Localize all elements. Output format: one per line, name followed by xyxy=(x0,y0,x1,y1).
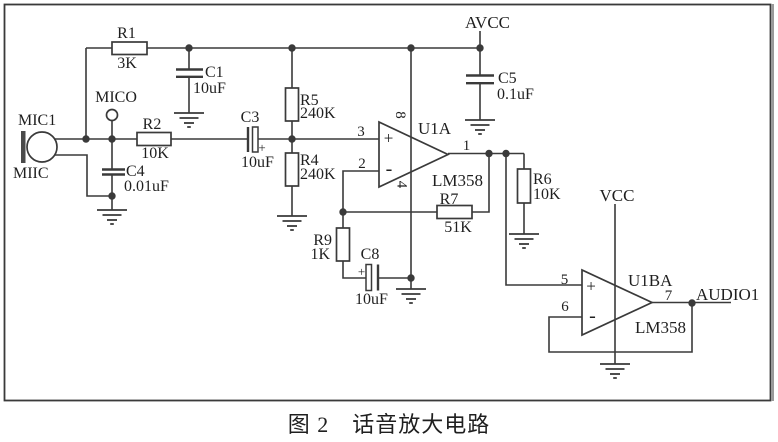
label-u1ba-pin5: 5 xyxy=(561,272,569,288)
label-u1a-part: LM358 xyxy=(432,171,483,190)
label-c3-value: 10uF xyxy=(241,154,274,171)
label-u1ba-part: LM358 xyxy=(635,318,686,337)
label-u1a-pin8: 8 xyxy=(392,111,408,119)
label-c3-ref: C3 xyxy=(241,109,260,126)
microphone-mic1 xyxy=(21,131,58,163)
capacitor-c5 xyxy=(466,74,494,85)
label-r2-value: 10K xyxy=(141,145,169,162)
label-r5-ref: R5 xyxy=(300,92,319,109)
label-r9-value: 1K xyxy=(310,246,330,263)
label-c8-value: 10uF xyxy=(355,291,388,308)
ground-symbol xyxy=(599,363,631,379)
resistor-r2 xyxy=(136,131,172,147)
label-r5-value: 240K xyxy=(300,105,336,122)
label-c8-ref: C8 xyxy=(361,246,380,263)
capacitor-c4 xyxy=(102,168,125,176)
resistor-r1 xyxy=(111,41,148,56)
label-r6-ref: R6 xyxy=(533,171,552,188)
resistor-r5 xyxy=(284,87,300,122)
mic-body xyxy=(26,131,58,163)
u1ba-minus-sign: - xyxy=(589,305,596,327)
ground-symbol xyxy=(173,112,205,128)
label-vcc: VCC xyxy=(600,186,635,205)
label-r4-ref: R4 xyxy=(300,152,319,169)
mico-terminal xyxy=(105,108,119,122)
label-c1-value: 10uF xyxy=(193,80,226,97)
capacitor-c1 xyxy=(176,68,203,79)
label-c4-value: 0.01uF xyxy=(124,178,169,195)
label-c3-plus: + xyxy=(258,140,265,155)
ground-symbol xyxy=(464,119,496,135)
u1ba-plus-sign: + xyxy=(586,277,596,296)
u1a-minus-sign: - xyxy=(386,158,393,180)
figure-caption: 图 2 话音放大电路 xyxy=(288,412,491,437)
ground-symbol xyxy=(395,288,427,304)
label-r1-ref: R1 xyxy=(117,25,136,42)
label-u1a-ref: U1A xyxy=(418,119,452,138)
schematic-border xyxy=(3,3,772,402)
label-c5-ref: C5 xyxy=(498,70,517,87)
label-r1-value: 3K xyxy=(117,55,137,72)
label-c1-ref: C1 xyxy=(205,64,224,81)
junction-dots xyxy=(82,44,696,307)
label-r2-ref: R2 xyxy=(143,116,162,133)
label-mic1: MIC1 xyxy=(18,112,56,129)
opamp-u1a xyxy=(378,120,450,189)
label-u1a-pin1: 1 xyxy=(463,138,471,154)
opamp-u1ba-triangle xyxy=(581,268,655,337)
ground-symbol xyxy=(508,233,540,249)
label-c4-ref: C4 xyxy=(126,163,145,180)
label-c5-value: 0.1uF xyxy=(497,86,534,103)
label-avcc: AVCC xyxy=(465,13,510,32)
label-r9-ref: R9 xyxy=(313,232,332,249)
label-miic: MIIC xyxy=(13,165,49,182)
resistor-r9 xyxy=(335,227,351,262)
label-u1a-pin4: 4 xyxy=(394,181,410,189)
label-r7-ref: R7 xyxy=(440,191,459,208)
label-u1a-pin3: 3 xyxy=(357,124,365,140)
resistor-r6 xyxy=(516,168,532,204)
label-r4-value: 240K xyxy=(300,166,336,183)
label-mico: MICO xyxy=(95,89,137,106)
label-u1ba-pin6: 6 xyxy=(561,299,569,315)
label-u1ba-pin7: 7 xyxy=(665,288,673,304)
ground-symbol xyxy=(276,215,308,231)
u1a-plus-sign: + xyxy=(384,129,394,148)
label-u1a-pin2: 2 xyxy=(358,156,366,172)
resistor-r7 xyxy=(436,204,473,220)
capacitor-c3 xyxy=(246,126,259,153)
label-r6-value: 10K xyxy=(533,186,561,203)
label-u1ba-ref: U1BA xyxy=(628,271,673,290)
label-r7-value: 51K xyxy=(444,219,472,236)
opamp-u1ba xyxy=(581,268,655,337)
circuit-wires xyxy=(55,31,731,364)
capacitor-c8 xyxy=(365,263,380,292)
opamp-u1a-triangle xyxy=(378,120,450,189)
ground-symbol xyxy=(96,209,128,225)
resistor-r4 xyxy=(284,152,300,187)
mic-electrode-bar xyxy=(21,131,26,163)
label-c8-plus: + xyxy=(358,264,365,279)
label-audio1: AUDIO1 xyxy=(696,285,759,304)
